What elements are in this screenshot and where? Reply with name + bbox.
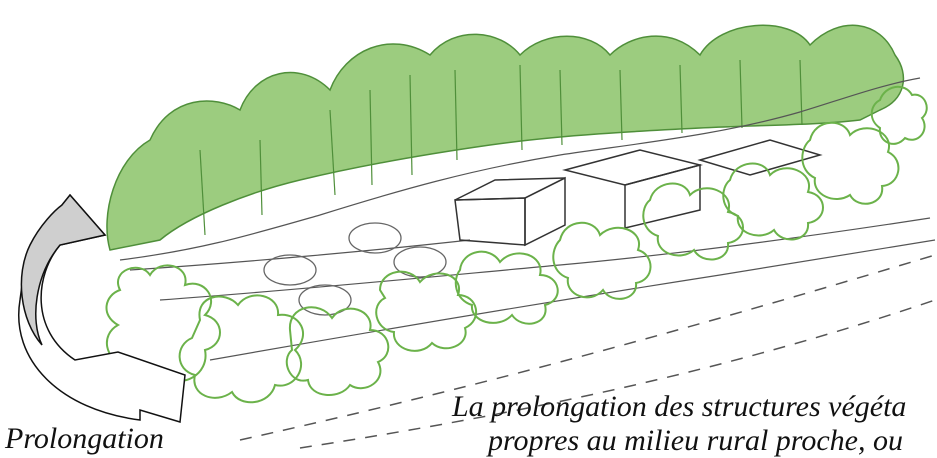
caption-prolongation: Prolongation [5,422,164,455]
tree-canopy [106,24,905,251]
hedge-outlines [105,85,928,404]
field-outline [119,77,936,361]
caption-description-line-2: propres au milieu rural proche, ou [488,424,903,457]
caption-description-line-1: La prolongation des structures végéta [452,390,907,423]
prolongation-arrow-icon [18,193,186,423]
buildings [454,139,823,247]
circle-basins [263,222,447,316]
